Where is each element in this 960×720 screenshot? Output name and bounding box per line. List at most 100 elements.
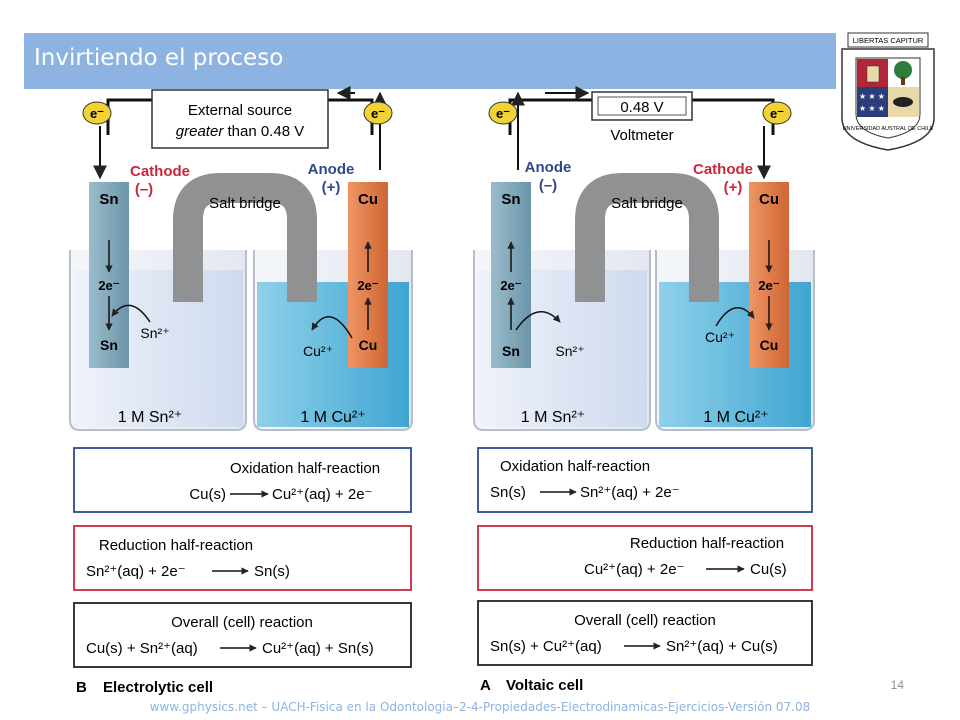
tree-icon — [894, 61, 912, 79]
electrolytic-cell: e⁻ e⁻ External source greater than 0.48 … — [69, 86, 413, 696]
cu-electrode-label: Cu — [759, 191, 779, 208]
salt-bridge — [173, 173, 317, 302]
overall-products: Sn²⁺(aq) + Cu(s) — [666, 638, 778, 655]
salt-bridge — [575, 173, 719, 302]
logo-ring-text: UNIVERSIDAD AUSTRAL DE CHILE — [843, 126, 934, 132]
sn-electrode-label: Sn — [99, 191, 118, 208]
overall-box — [477, 600, 813, 666]
ion-arrow-left — [515, 311, 561, 331]
electron-badge — [363, 101, 393, 125]
cu-deposit-label: Cu — [760, 337, 779, 353]
cu-source-label: Cu — [359, 337, 378, 353]
solution-right-label: 1 M Cu²⁺ — [300, 409, 365, 426]
cathode-label: Cathode — [693, 161, 753, 178]
sn-deposit-label: Sn — [100, 337, 118, 353]
cu-electrode-label: Cu — [358, 191, 378, 208]
anode-label: Anode — [525, 159, 572, 176]
ion-arrow-left — [111, 304, 151, 323]
caption-letter: A — [480, 677, 491, 694]
sn-ion-label: Sn²⁺ — [555, 343, 584, 359]
cattle-icon — [893, 97, 913, 107]
reduction-reactant: Sn²⁺(aq) + 2e⁻ — [86, 563, 186, 580]
voltage-text: than 0.48 V — [223, 123, 304, 140]
slide-number: 14 — [890, 678, 904, 692]
electron-label: e⁻ — [770, 106, 784, 121]
overall-title: Overall (cell) reaction — [171, 614, 313, 631]
voltmeter-label: Voltmeter — [610, 127, 673, 144]
voltmeter-inner — [597, 96, 687, 116]
overall-products: Cu²⁺(aq) + Sn(s) — [262, 640, 374, 657]
anode-sign: (+) — [322, 179, 341, 196]
ion-arrow-right — [715, 307, 755, 327]
external-source-voltage: greater than 0.48 V — [176, 123, 304, 140]
logo-quadrant-stars — [857, 87, 888, 117]
oxidation-box — [73, 447, 412, 513]
caption-letter: B — [76, 679, 87, 696]
overall-reactants: Sn(s) + Cu²⁺(aq) — [490, 638, 602, 655]
external-source-label: External source — [188, 102, 292, 119]
stars-icon: ★ ★ ★ — [859, 92, 885, 101]
oxidation-box — [477, 447, 813, 513]
footer-credit: www.gphysics.net – UACH-Fisica en la Odo… — [149, 700, 811, 714]
slide-title: Invirtiendo el proceso — [34, 45, 284, 71]
electron-badge — [82, 101, 112, 125]
sn-ion-label: Sn²⁺ — [140, 325, 169, 341]
oxidation-title: Oxidation half-reaction — [500, 458, 650, 475]
cu-electrode — [348, 182, 388, 368]
anode-label: Anode — [308, 161, 355, 178]
caption-voltaic: Voltaic cell — [506, 677, 583, 694]
oxidation-product: Cu²⁺(aq) + 2e⁻ — [272, 486, 372, 503]
tree-trunk-icon — [901, 77, 905, 85]
electron-label: e⁻ — [371, 106, 385, 121]
wire-right — [692, 98, 775, 135]
solution-left-label: 1 M Sn²⁺ — [118, 409, 182, 426]
sn-source-label: Sn — [502, 343, 520, 359]
oxidation-product: Sn²⁺(aq) + 2e⁻ — [580, 484, 680, 501]
electrons-left: 2e⁻ — [500, 278, 521, 293]
reduction-title: Reduction half-reaction — [99, 537, 253, 554]
reduction-box — [477, 525, 813, 591]
reduction-title: Reduction half-reaction — [630, 535, 784, 552]
electron-badge — [488, 101, 518, 125]
stars-icon: ★ ★ ★ — [859, 104, 885, 113]
external-source-box — [151, 89, 329, 149]
salt-bridge-label: Salt bridge — [209, 195, 281, 212]
electrons-right: 2e⁻ — [357, 278, 378, 293]
ion-arrow-right — [311, 316, 353, 339]
solution-right-label: 1 M Cu²⁺ — [703, 409, 768, 426]
oxidation-reactant: Sn(s) — [490, 484, 526, 501]
reduction-reactant: Cu²⁺(aq) + 2e⁻ — [584, 561, 684, 578]
cu-ion-label: Cu²⁺ — [303, 343, 333, 359]
electron-label: e⁻ — [90, 106, 104, 121]
university-logo: LIBERTAS CAPITUR ★ ★ ★ ★ ★ ★ UNIVERSIDAD… — [841, 32, 935, 151]
cathode-sign: (–) — [135, 181, 153, 198]
reduction-product: Cu(s) — [750, 561, 787, 578]
oxidation-title: Oxidation half-reaction — [230, 460, 380, 477]
title-bar: Invirtiendo el proceso — [24, 33, 836, 89]
salt-bridge-label: Salt bridge — [611, 195, 683, 212]
sn-electrode-label: Sn — [501, 191, 520, 208]
overall-box — [73, 602, 412, 668]
cu-ion-label: Cu²⁺ — [705, 329, 735, 345]
anode-sign: (–) — [539, 177, 557, 194]
logo-motto-banner — [847, 32, 929, 48]
logo-motto: LIBERTAS CAPITUR — [853, 36, 924, 45]
oxidation-reactant: Cu(s) — [189, 486, 226, 503]
electrons-left: 2e⁻ — [98, 278, 119, 293]
cu-electrode — [749, 182, 789, 368]
cathode-sign: (+) — [724, 179, 743, 196]
wire-left — [106, 98, 152, 135]
reduction-box — [73, 525, 412, 591]
wire-left — [508, 98, 592, 135]
electron-label: e⁻ — [496, 106, 510, 121]
overall-title: Overall (cell) reaction — [574, 612, 716, 629]
greater-emphasis: greater — [176, 123, 225, 140]
voltmeter-reading: 0.48 V — [620, 99, 663, 116]
sn-electrode — [491, 182, 531, 368]
solution-left-label: 1 M Sn²⁺ — [521, 409, 585, 426]
voltaic-cell: e⁻ e⁻ 0.48 V Voltmeter Anode (–) Cathode… — [473, 86, 815, 694]
cathode-label: Cathode — [130, 163, 190, 180]
electrons-right: 2e⁻ — [758, 278, 779, 293]
electron-badge — [762, 101, 792, 125]
